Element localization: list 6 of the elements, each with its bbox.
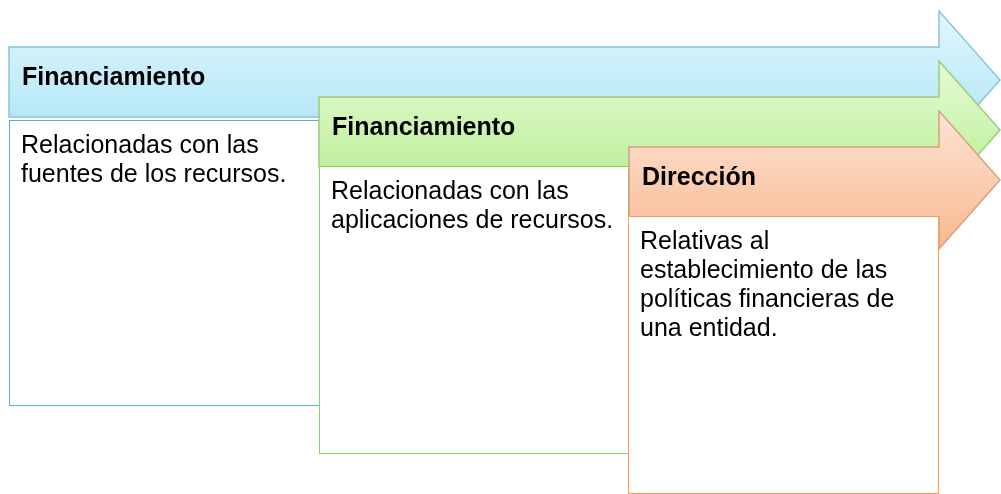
heading-text: Financiamiento — [332, 112, 516, 141]
heading-text: Financiamiento — [22, 62, 206, 91]
description-text: Relacionadas con las aplicaciones de recursos. — [331, 176, 615, 234]
description-text: Relativas al establecimiento de las políticas financieras de una entidad. — [640, 226, 896, 342]
description-text: Relacionadas con las fuentes de los recursos. — [21, 130, 288, 188]
heading-text: Dirección — [642, 162, 756, 191]
